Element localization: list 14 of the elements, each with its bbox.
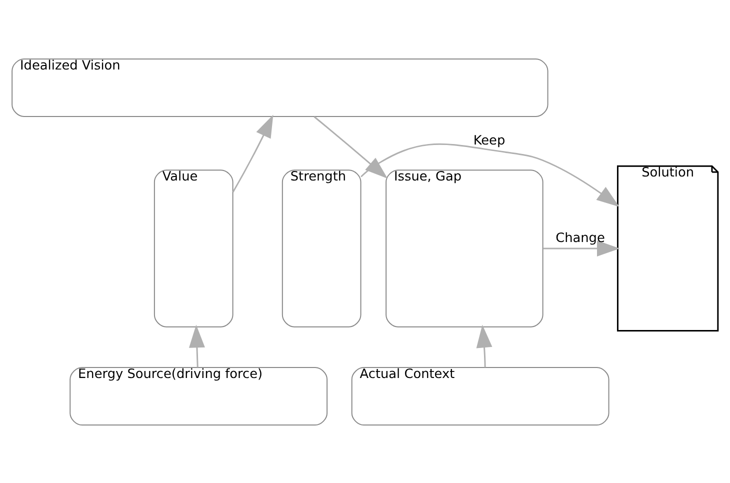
edge-label: Keep: [473, 133, 506, 148]
arrow: [543, 240, 620, 256]
arrow: [232, 114, 274, 192]
arrow: [314, 116, 388, 178]
node-box: Issue, Gap: [386, 169, 544, 327]
node-box: Energy Source(driving force): [70, 366, 328, 426]
node-box: Value: [154, 169, 234, 327]
arrow: [360, 142, 620, 206]
edge-label: Change: [556, 230, 605, 246]
node-box: Actual Context: [351, 366, 610, 426]
arrow: [188, 324, 205, 367]
node-box: Idealized Vision: [12, 58, 548, 116]
node-box: Strength: [282, 169, 362, 327]
arrow: [476, 324, 492, 367]
